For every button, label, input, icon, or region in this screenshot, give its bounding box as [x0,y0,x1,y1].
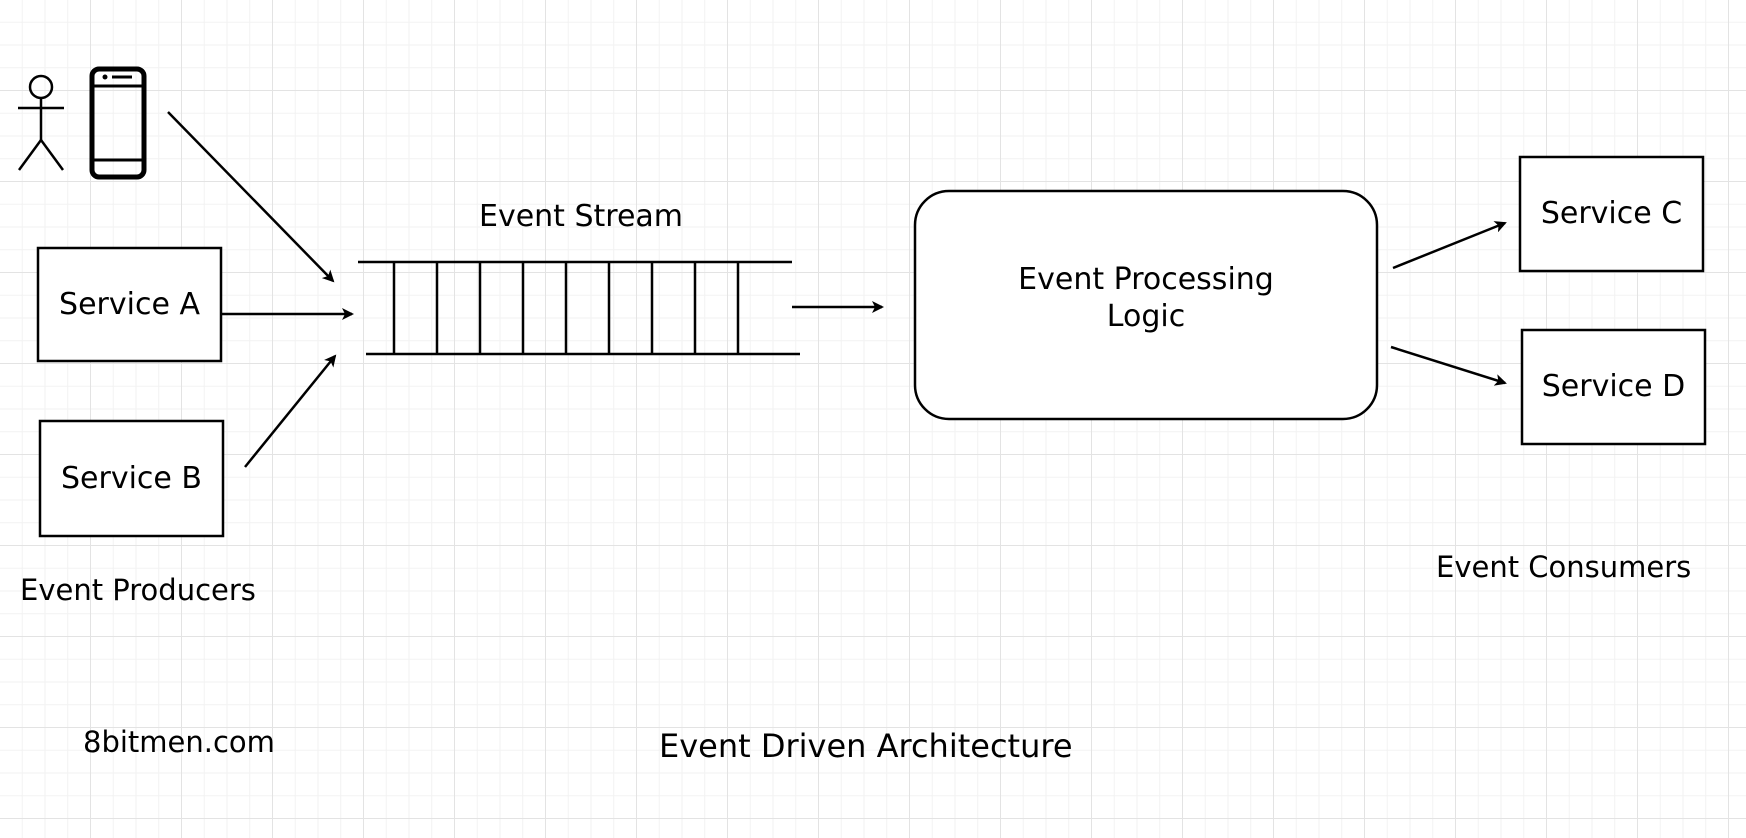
arrow-processor-to-service-c [1392,221,1507,270]
diagram-title: Event Driven Architecture [659,727,1073,765]
service-d-label: Service D [1541,369,1686,405]
watermark-label: 8bitmen.com [83,725,275,759]
arrow-service-b-to-stream [244,354,337,468]
arrow-mobile-to-stream [167,111,335,283]
event-stream-queue[interactable] [358,260,800,356]
processing-label-line-2: Logic [1106,299,1186,334]
service-a-label: Service A [59,286,200,322]
event-producers-label: Event Producers [20,573,256,607]
service-c-label: Service C [1540,196,1683,232]
person-icon [17,74,65,171]
service-a-box[interactable] [36,246,223,363]
queue-slots [392,262,740,354]
service-c-box[interactable] [1518,155,1705,273]
event-processing-logic-box[interactable] [913,189,1379,421]
mobile-phone-icon [89,66,147,180]
event-stream-label: Event Stream [479,199,684,234]
arrow-processor-to-service-d [1390,345,1507,386]
event-consumers-label: Event Consumers [1436,550,1692,584]
service-b-box[interactable] [38,419,225,538]
service-b-label: Service B [61,460,202,496]
event-processing-logic-label: Event Processing Logic [915,191,1377,419]
processing-label-line-1: Event Processing [1018,261,1274,297]
service-d-box[interactable] [1520,328,1707,446]
